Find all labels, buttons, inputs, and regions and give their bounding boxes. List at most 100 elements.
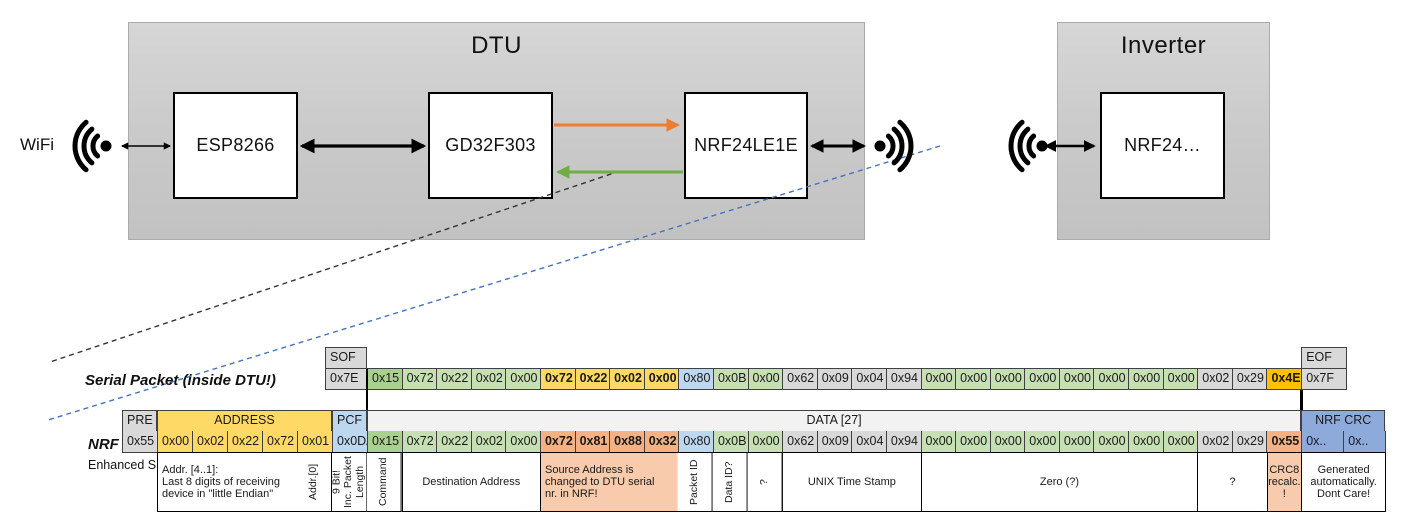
dtu-title: DTU [471, 32, 522, 59]
nrf-byte-cell: 0x81 [574, 431, 610, 453]
serial-byte-cell: 0x29 [1231, 368, 1267, 390]
annotation-cell: ? [747, 452, 783, 512]
serial-byte-cell: 0x02 [1197, 368, 1232, 390]
serial-byte-cell: 0x00 [747, 368, 783, 390]
annotation-cell: Packet ID [678, 452, 713, 512]
serial-byte-cell: 0x72 [539, 368, 575, 390]
nrf-byte-cell: 0x22 [436, 431, 471, 453]
data-end-connector [1300, 390, 1303, 410]
nrf-byte-cell: 0x62 [782, 431, 817, 453]
nrf-byte-cell: 0x72 [401, 431, 437, 453]
serial-byte-cell: 0x02 [470, 368, 506, 390]
nrf-byte-cell: 0x00 [1058, 431, 1094, 453]
nrf-prefix-byte-cell: 0x22 [227, 431, 262, 453]
nrf-byte-cell: 0x72 [539, 431, 575, 453]
node-inverter-nrf24: NRF24… [1100, 92, 1225, 199]
node-nrf24le1e-label: NRF24LE1E [694, 135, 798, 155]
node-gd32f303: GD32F303 [428, 92, 553, 199]
nrf-crc-byte-cell: 0x.. [1343, 431, 1386, 453]
wifi-icon [874, 119, 914, 173]
nrf-annotation-row: Addr. [4..1]: Last 8 digits of receiving… [157, 452, 1387, 512]
serial-byte-cell: 0x00 [643, 368, 679, 390]
nrf-byte-cell: 0x00 [1128, 431, 1163, 453]
nrf-byte-cell: 0x88 [609, 431, 644, 453]
serial-byte-cell: 0x04 [851, 368, 886, 390]
serial-packet-label: Serial Packet (inside DTU!) [85, 372, 276, 389]
nrf-byte-cell: 0x94 [885, 431, 921, 453]
node-inverter-nrf24-label: NRF24… [1124, 135, 1201, 155]
serial-byte-cell: 0x15 [367, 368, 402, 390]
nrf-crc-header-cell: NRF CRC [1301, 410, 1386, 432]
nrf-byte-cell: 0x80 [678, 431, 713, 453]
serial-byte-cell: 0x00 [920, 368, 956, 390]
annotation-cell: Generated automatically. Dont Care! [1301, 452, 1386, 512]
nrf-byte-cell: 0x00 [1024, 431, 1059, 453]
eof-header-cell: EOF [1301, 347, 1348, 369]
serial-byte-cell: 0x94 [885, 368, 921, 390]
data-header-cell: DATA [27] [367, 410, 1302, 432]
serial-byte-cell: 0x22 [574, 368, 610, 390]
nrf-byte-cell: 0x00 [505, 431, 540, 453]
wifi-icon [72, 119, 112, 173]
nrf-byte-cell: 0x00 [989, 431, 1025, 453]
annotation-cell: Zero (?) [920, 452, 1198, 512]
nrf-byte-cell: 0x02 [1197, 431, 1232, 453]
nrf-byte-cell: 0x15 [367, 431, 402, 453]
serial-byte-cell: 0x00 [955, 368, 990, 390]
annotation-cell: Destination Address [401, 452, 540, 512]
serial-byte-cell: 0x80 [678, 368, 713, 390]
nrf-byte-cell: 0x04 [851, 431, 886, 453]
sof-header-cell: SOF [325, 347, 367, 369]
nrf-prefix-byte-cell: 0x55 [122, 431, 157, 453]
nrf-byte-cell: 0x02 [470, 431, 506, 453]
serial-byte-cell: 0x02 [609, 368, 644, 390]
nrf-prefix-byte-cell: 0x72 [262, 431, 297, 453]
serial-byte-cell: 0x22 [436, 368, 471, 390]
nrf-byte-cell: 0x00 [1162, 431, 1198, 453]
annotation-cell: UNIX Time Stamp [782, 452, 921, 512]
serial-byte-cell: 0x00 [1093, 368, 1129, 390]
annotation-cell: Data ID? [712, 452, 748, 512]
wifi-icon [1008, 119, 1048, 173]
annotation-cell: Command [367, 452, 402, 512]
nrf-byte-cell: 0x0B [712, 431, 748, 453]
wifi-label: WiFi [20, 135, 54, 154]
serial-byte-cell: 0x0B [712, 368, 748, 390]
sof-byte-cell: 0x7E [325, 368, 367, 390]
nrf-prefix-byte-cell: 0x01 [297, 431, 332, 453]
annotation-cell: 9 Bit! Inc. Packet Length [331, 452, 367, 512]
nrf-prefix-byte-cell: 0x0DA [332, 431, 375, 453]
nrf-byte-cell: 0x32 [643, 431, 679, 453]
serial-byte-cell: 0x72 [401, 368, 437, 390]
annotation-cell: ? [1197, 452, 1267, 512]
node-gd32f303-label: GD32F303 [445, 135, 536, 155]
annotation-cell: CRC8 recalc. ! [1266, 452, 1302, 512]
node-nrf24le1e: NRF24LE1E [684, 92, 808, 199]
address-header-cell: ADDRESS [157, 410, 332, 432]
nrf-prefix-byte-cell: 0x00 [157, 431, 192, 453]
serial-byte-cell: 0x00 [989, 368, 1025, 390]
eof-byte-cell: 0x7F [1301, 368, 1348, 390]
pcf-header-cell: PCF [332, 410, 367, 432]
annotation-cell: Addr.[0] [297, 452, 332, 512]
nrf-prefix-byte-cell: 0x02 [192, 431, 227, 453]
nrf-byte-cell: 0x00 [955, 431, 990, 453]
nrf-byte-cell: 0x09 [816, 431, 852, 453]
serial-byte-cell: 0x00 [1162, 368, 1198, 390]
serial-byte-cell: 0x00 [1058, 368, 1094, 390]
data-start-connector [365, 369, 369, 411]
node-esp8266-label: ESP8266 [196, 135, 275, 155]
serial-byte-cell: 0x09 [816, 368, 852, 390]
serial-byte-cell: 0x00 [1024, 368, 1059, 390]
nrf-crc-row: 0x..0x.. [1301, 431, 1387, 453]
nrf-byte-cell: 0x00 [1093, 431, 1129, 453]
serial-byte-cell: 0x62 [782, 368, 817, 390]
annotation-cell: Addr. [4..1]: Last 8 digits of receiving… [157, 452, 297, 512]
serial-byte-cell: 0x4E [1266, 368, 1302, 390]
serial-byte-cell: 0x00 [1128, 368, 1163, 390]
pre-header-cell: PRE [122, 410, 157, 432]
node-esp8266: ESP8266 [173, 92, 298, 199]
